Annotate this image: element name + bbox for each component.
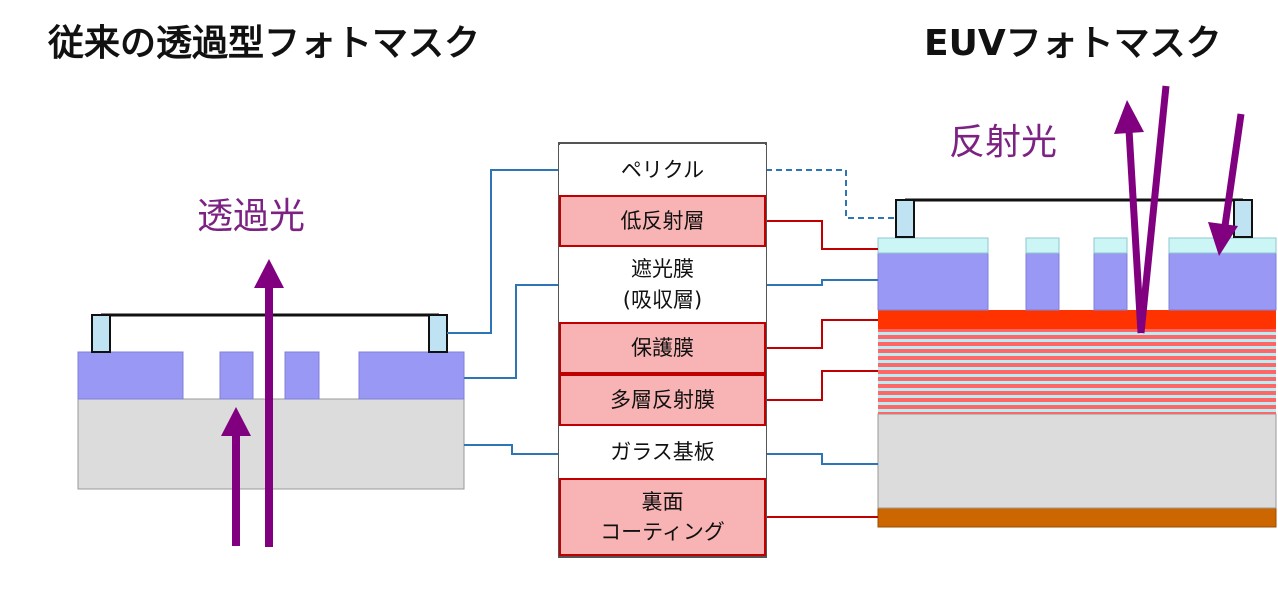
legend-protective-film: 保護膜 [559, 322, 766, 374]
reflected-light-label: 反射光 [949, 122, 1058, 163]
conventional-mask-title: 従来の透過型フォトマスク [48, 23, 481, 64]
pellicle-right [895, 198, 1253, 238]
legend-pellicle: ペリクル [559, 145, 766, 195]
euv-mask [877, 85, 1277, 528]
shading-film-left [77, 351, 465, 400]
conventional-mask [77, 259, 465, 547]
legend-multilayer-reflective: 多層反射膜 [559, 374, 766, 426]
backside-coating-layer [877, 507, 1277, 528]
multilayer-reflective-film [878, 329, 1276, 414]
euv-mask-title: EUVフォトマスク [924, 23, 1222, 64]
glass-substrate-right [877, 413, 1277, 509]
protective-film-layer [878, 310, 1276, 329]
transmitted-light-label: 透過光 [197, 196, 306, 237]
legend-low-reflection: 低反射層 [559, 195, 766, 247]
legend-shading-film: 遮光膜 (吸収層) [559, 247, 766, 322]
reflected-light-arrows [1114, 85, 1245, 334]
legend-backside-coating: 裏面 コーティング [559, 478, 766, 556]
connectors-euv [766, 220, 878, 518]
connectors-common [447, 169, 896, 465]
shading-film-right [877, 252, 1277, 311]
pellicle-left [91, 313, 448, 353]
transmitted-light-arrows [221, 259, 284, 547]
legend-glass-substrate: ガラス基板 [559, 426, 766, 478]
